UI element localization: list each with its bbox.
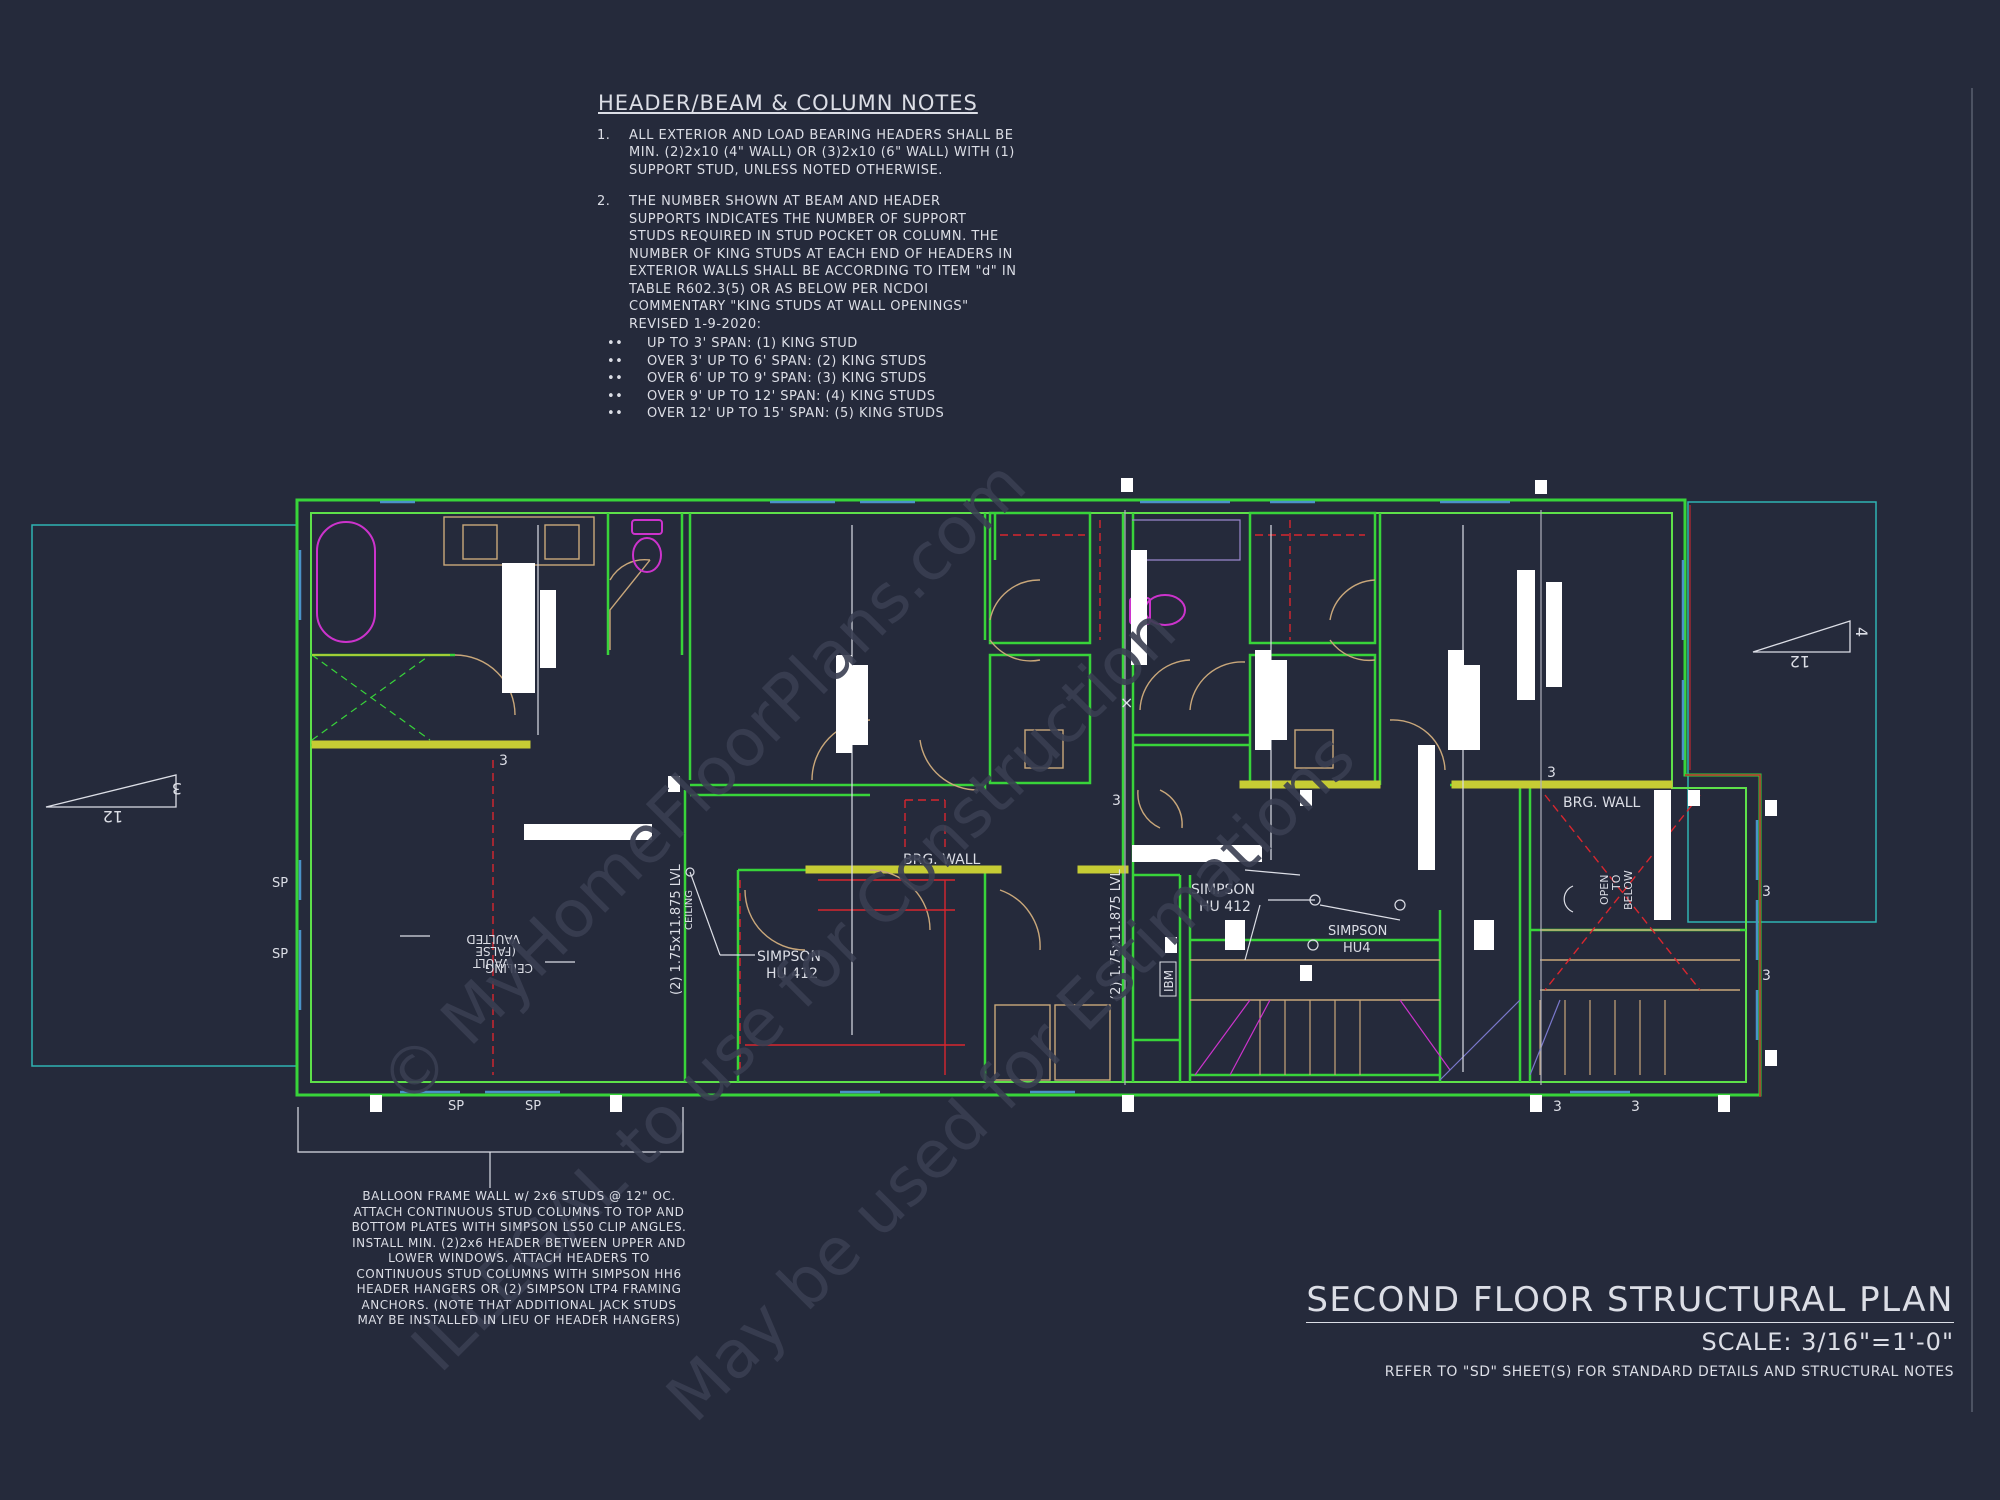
beam-lines: [492, 520, 1701, 1075]
stud-count: 3: [1762, 968, 1771, 984]
slope-run: 12: [103, 807, 123, 826]
open-to-below-label: TO: [1610, 874, 1623, 891]
note-number: 2.: [597, 194, 611, 209]
hanger-callouts: [685, 867, 1406, 961]
roof-slope-left: 3 12: [45, 774, 182, 826]
note-bullet: ••OVER 3' UP TO 6' SPAN: (2) KING STUDS: [597, 353, 1017, 371]
simpson-label: SIMPSON: [757, 949, 821, 965]
note-item-1: 1. ALL EXTERIOR AND LOAD BEARING HEADERS…: [597, 127, 1017, 180]
note-bullet: ••OVER 9' UP TO 12' SPAN: (4) KING STUDS: [597, 388, 1017, 406]
vaulted-label: (FALSE: [475, 944, 516, 958]
brg-wall-label: BRG. WALL: [1563, 795, 1641, 811]
stud-count: 3: [1547, 765, 1556, 781]
roof-outline-right: [1687, 501, 1877, 923]
stairs: [1194, 999, 1666, 1081]
doors-and-fixtures: [443, 516, 1740, 1081]
hanger-label: HU 412: [1199, 899, 1251, 915]
roof-slope-right: 4 12: [1752, 620, 1871, 671]
beam-blocks: [370, 478, 1777, 1112]
bearing-walls: [311, 740, 1673, 874]
bullet-icon: ••: [607, 388, 624, 404]
stud-count: 3: [499, 753, 508, 769]
note-bullet: ••OVER 12' UP TO 15' SPAN: (5) KING STUD…: [597, 405, 1017, 423]
span-arrows: [400, 510, 1542, 1085]
vaulted-label: VAULT: [473, 956, 510, 970]
bullet-icon: ••: [607, 336, 624, 351]
vaulted-label: CEILING: [485, 961, 533, 975]
bullet-icon: ••: [607, 406, 624, 421]
slope-rise: 3: [172, 779, 182, 798]
note-bullet: ••OVER 6' UP TO 9' SPAN: (3) KING STUDS: [597, 370, 1017, 388]
stud-count: 3: [1631, 1099, 1640, 1115]
windows: [298, 500, 1759, 1094]
lvl-label-left: (2) 1.75x11.875 LVL: [669, 863, 684, 995]
simpson-label: SIMPSON: [1328, 924, 1387, 939]
bullet-icon: ••: [607, 353, 624, 369]
sp-label: SP: [525, 1099, 541, 1114]
slope-rise: 4: [1852, 627, 1871, 637]
roof-outline-left: [31, 524, 298, 1067]
brg-wall-label: BRG. WALL: [903, 852, 981, 868]
sp-label: SP: [448, 1099, 464, 1114]
open-to-below-label: BELOW: [1622, 870, 1635, 910]
lvl-label-mid: (2) 1.75x11.875 LVL: [1109, 868, 1124, 1000]
plan-scale: SCALE: 3/16"=1'-0": [1701, 1328, 1954, 1356]
header-beam-notes: HEADER/BEAM & COLUMN NOTES 1. ALL EXTERI…: [597, 91, 1017, 423]
note-number: 1.: [597, 127, 611, 143]
balloon-frame-note: BALLOON FRAME WALL w/ 2x6 STUDS @ 12" OC…: [351, 1189, 687, 1327]
hanger-label: HU4: [1343, 941, 1371, 956]
ibm-label: IBM: [1162, 970, 1176, 992]
plan-title: SECOND FLOOR STRUCTURAL PLAN: [1306, 1280, 1954, 1323]
shower-outline: [311, 654, 431, 741]
vaulted-label: VAULTED: [466, 932, 520, 946]
note-text: THE NUMBER SHOWN AT BEAM AND HEADER SUPP…: [629, 194, 1017, 332]
plan-reference-note: REFER TO "SD" SHEET(S) FOR STANDARD DETA…: [1384, 1364, 1954, 1380]
bullet-icon: ••: [607, 371, 624, 386]
hanger-label: HU 412: [766, 966, 818, 982]
note-bullet: ••UP TO 3' SPAN: (1) KING STUD: [597, 335, 1017, 353]
plan-labels: BRG. WALL BRG. WALL SIMPSON HU 412 SIMPS…: [272, 693, 1771, 1115]
x-mark: ×: [1120, 693, 1133, 712]
note-text: ALL EXTERIOR AND LOAD BEARING HEADERS SH…: [629, 127, 1015, 178]
notes-title: HEADER/BEAM & COLUMN NOTES: [598, 91, 978, 115]
sp-label: SP: [272, 876, 288, 891]
simpson-label: SIMPSON: [1191, 882, 1255, 898]
plumbing-fixtures: [316, 519, 1241, 643]
stud-count: 3: [1112, 793, 1121, 809]
slope-run: 12: [1790, 652, 1810, 671]
stud-count: 3: [1762, 884, 1771, 900]
stud-count: 3: [1553, 1099, 1562, 1115]
open-to-below-label: OPEN: [1598, 875, 1611, 905]
ceiling-label: CEILING: [684, 890, 695, 930]
balloon-note-bracket: [297, 1107, 684, 1188]
sp-label: SP: [272, 947, 288, 962]
note-item-2: 2. THE NUMBER SHOWN AT BEAM AND HEADER S…: [597, 193, 1017, 333]
